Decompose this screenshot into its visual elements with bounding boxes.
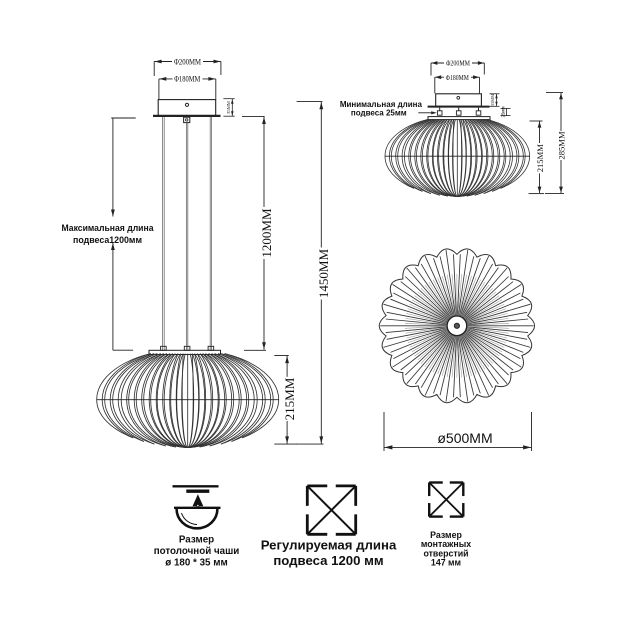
svg-text:35MM: 35MM xyxy=(226,101,231,114)
svg-text:Φ200MM: Φ200MM xyxy=(174,57,202,66)
svg-text:монтажных: монтажных xyxy=(421,539,471,549)
svg-text:подвеса 25мм: подвеса 25мм xyxy=(351,109,407,118)
svg-text:215MM: 215MM xyxy=(282,377,297,420)
svg-text:Максимальная длина: Максимальная длина xyxy=(62,223,155,234)
svg-text:Φ180MM: Φ180MM xyxy=(174,75,201,84)
svg-text:1450MM: 1450MM xyxy=(316,249,331,299)
svg-text:Φ180MM: Φ180MM xyxy=(446,73,469,82)
svg-text:Размер: Размер xyxy=(430,530,462,540)
svg-text:отверстий: отверстий xyxy=(423,548,468,558)
svg-text:Размер: Размер xyxy=(179,535,214,546)
svg-text:35MM: 35MM xyxy=(490,94,495,106)
svg-text:потолочной чаши: потолочной чаши xyxy=(154,546,240,557)
svg-text:ø500MM: ø500MM xyxy=(437,430,492,446)
svg-text:Минимальная длина: Минимальная длина xyxy=(340,100,423,109)
svg-text:25мм: 25мм xyxy=(500,107,505,118)
svg-text:Регулируемая длина: Регулируемая длина xyxy=(261,538,397,553)
svg-text:1200MM: 1200MM xyxy=(259,208,274,258)
svg-text:Φ200MM: Φ200MM xyxy=(446,59,470,68)
svg-text:285MM: 285MM xyxy=(556,131,566,160)
svg-text:подвеса1200мм: подвеса1200мм xyxy=(73,235,142,246)
svg-text:ø 180 * 35 мм: ø 180 * 35 мм xyxy=(165,557,227,568)
svg-text:215MM: 215MM xyxy=(535,144,545,173)
svg-text:подвеса 1200 мм: подвеса 1200 мм xyxy=(273,553,383,568)
svg-text:147 мм: 147 мм xyxy=(431,558,461,568)
